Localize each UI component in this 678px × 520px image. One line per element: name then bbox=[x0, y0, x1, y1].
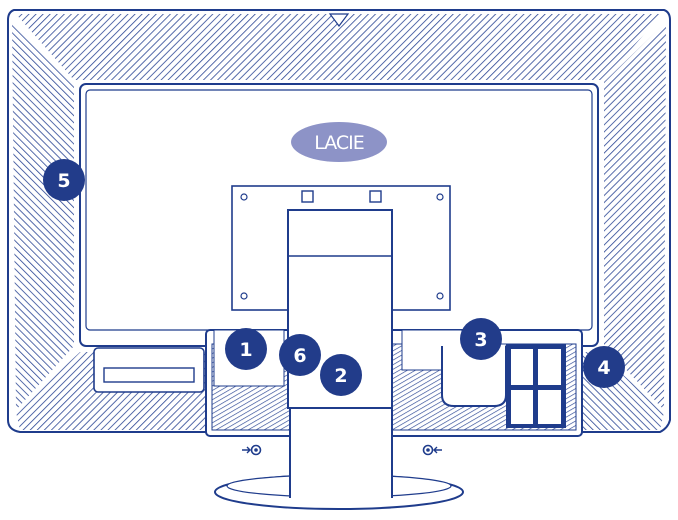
callout-label: 6 bbox=[293, 345, 306, 367]
callout-4: 4 bbox=[583, 346, 625, 388]
callout-label: 5 bbox=[57, 170, 70, 192]
side-recess bbox=[93, 347, 205, 393]
callout-3: 3 bbox=[460, 318, 502, 360]
callout-label: 4 bbox=[597, 357, 610, 379]
callout-label: 2 bbox=[334, 365, 347, 387]
port-block bbox=[506, 344, 566, 428]
callout-5: 5 bbox=[43, 159, 85, 201]
logo-text: LACIE bbox=[314, 132, 364, 154]
usb-icon bbox=[242, 444, 262, 456]
callout-6: 6 bbox=[279, 334, 321, 376]
callout-1: 1 bbox=[225, 328, 267, 370]
callout-label: 1 bbox=[239, 339, 252, 361]
port-compartment bbox=[205, 329, 583, 437]
lacie-logo: LACIE bbox=[291, 122, 387, 162]
callout-label: 3 bbox=[474, 329, 487, 351]
callout-2: 2 bbox=[320, 354, 362, 396]
usb-icon bbox=[422, 444, 442, 456]
